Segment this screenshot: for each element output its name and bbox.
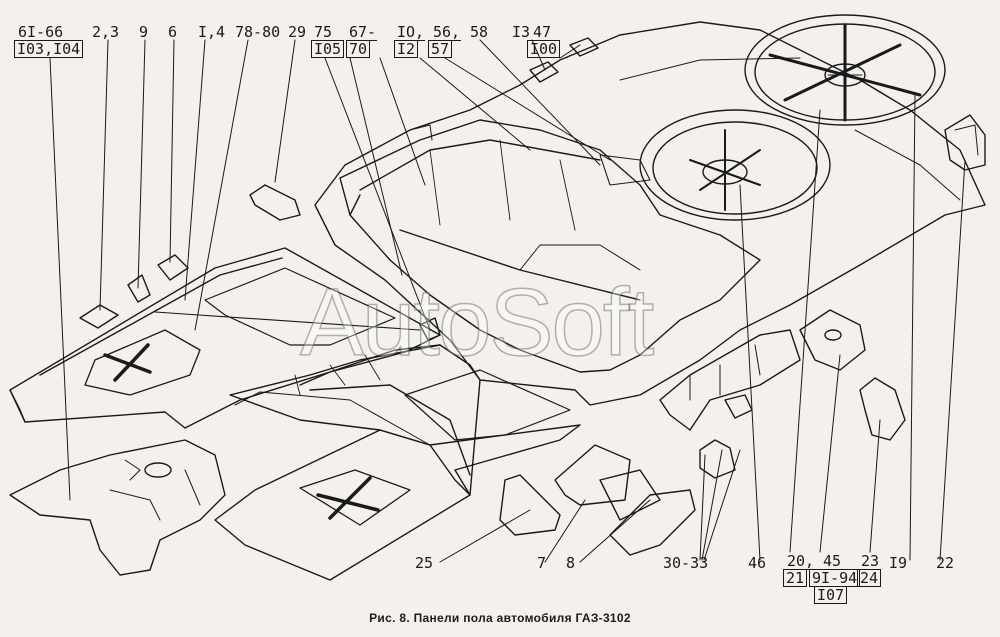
callout-75: 75 [313,23,334,41]
callout-103-104: I03,I04 [14,40,84,58]
bracket-8-support [599,469,661,521]
figure-caption: Рис. 8. Панели пола автомобиля ГАЗ-3102 [369,611,631,625]
callout-29: 29 [288,23,307,41]
pad-2-3 [79,304,119,329]
spare-wheel [744,14,946,126]
callout-12: I2 [394,40,419,58]
callout-105: I05 [311,40,345,58]
callout-6: 6 [168,23,178,41]
callout-23: 23 [860,552,881,570]
bracket-30-33 [699,439,736,479]
callout-24: 24 [857,569,882,587]
callout-2-3: 2,3 [92,23,120,41]
floor-tunnel [229,344,481,496]
small-brackets [79,37,906,556]
callout-19: I9 [889,554,908,572]
callout-22: 22 [936,554,955,572]
callout-21: 21 [783,569,808,587]
callout-46: 46 [748,554,767,572]
callout-58: 58 [470,23,489,41]
callout-20: 20, [786,552,816,570]
bracket-47 [569,37,599,57]
bracket-6 [157,254,189,281]
bracket-13 [529,61,559,83]
rear-corner-bracket [944,114,986,171]
front-floor-panel [9,247,441,429]
callout-45: 45 [822,552,843,570]
callout-91-94: 9I-94 [809,569,861,587]
callout-25: 25 [415,554,434,572]
callout-47: 47 [532,23,553,41]
callout-30-33: 30-33 [663,554,709,572]
leader-lines [49,39,966,563]
callout-10: IO, [396,23,426,41]
callout-56: 56, [432,23,462,41]
callout-1-4: I,4 [198,23,226,41]
bracket-8 [609,489,696,556]
bracket-23-24 [859,377,906,441]
callout-107: I07 [814,586,848,604]
bracket-7 [554,444,631,506]
rear-floor-assembly [314,21,986,406]
callout-67: 67- [348,23,378,41]
front-cross-panel [9,439,226,576]
bracket-29 [249,184,301,221]
callout-100: I00 [527,40,561,58]
callout-78-80: 78-80 [235,23,281,41]
callout-57: 57 [428,40,453,58]
callout-13: I3 [512,23,531,41]
callout-61-66: 6I-66 [18,23,64,41]
rear-crossmember [659,309,866,431]
callout-70: 70 [346,40,371,58]
callout-8: 8 [566,554,576,572]
bracket-46 [724,394,753,419]
bracket-75 [419,317,441,341]
bracket-9 [127,274,151,303]
rear-floor-panel [214,369,581,581]
bracket-25 [499,474,561,536]
callout-9: 9 [139,23,149,41]
callout-7: 7 [537,554,547,572]
